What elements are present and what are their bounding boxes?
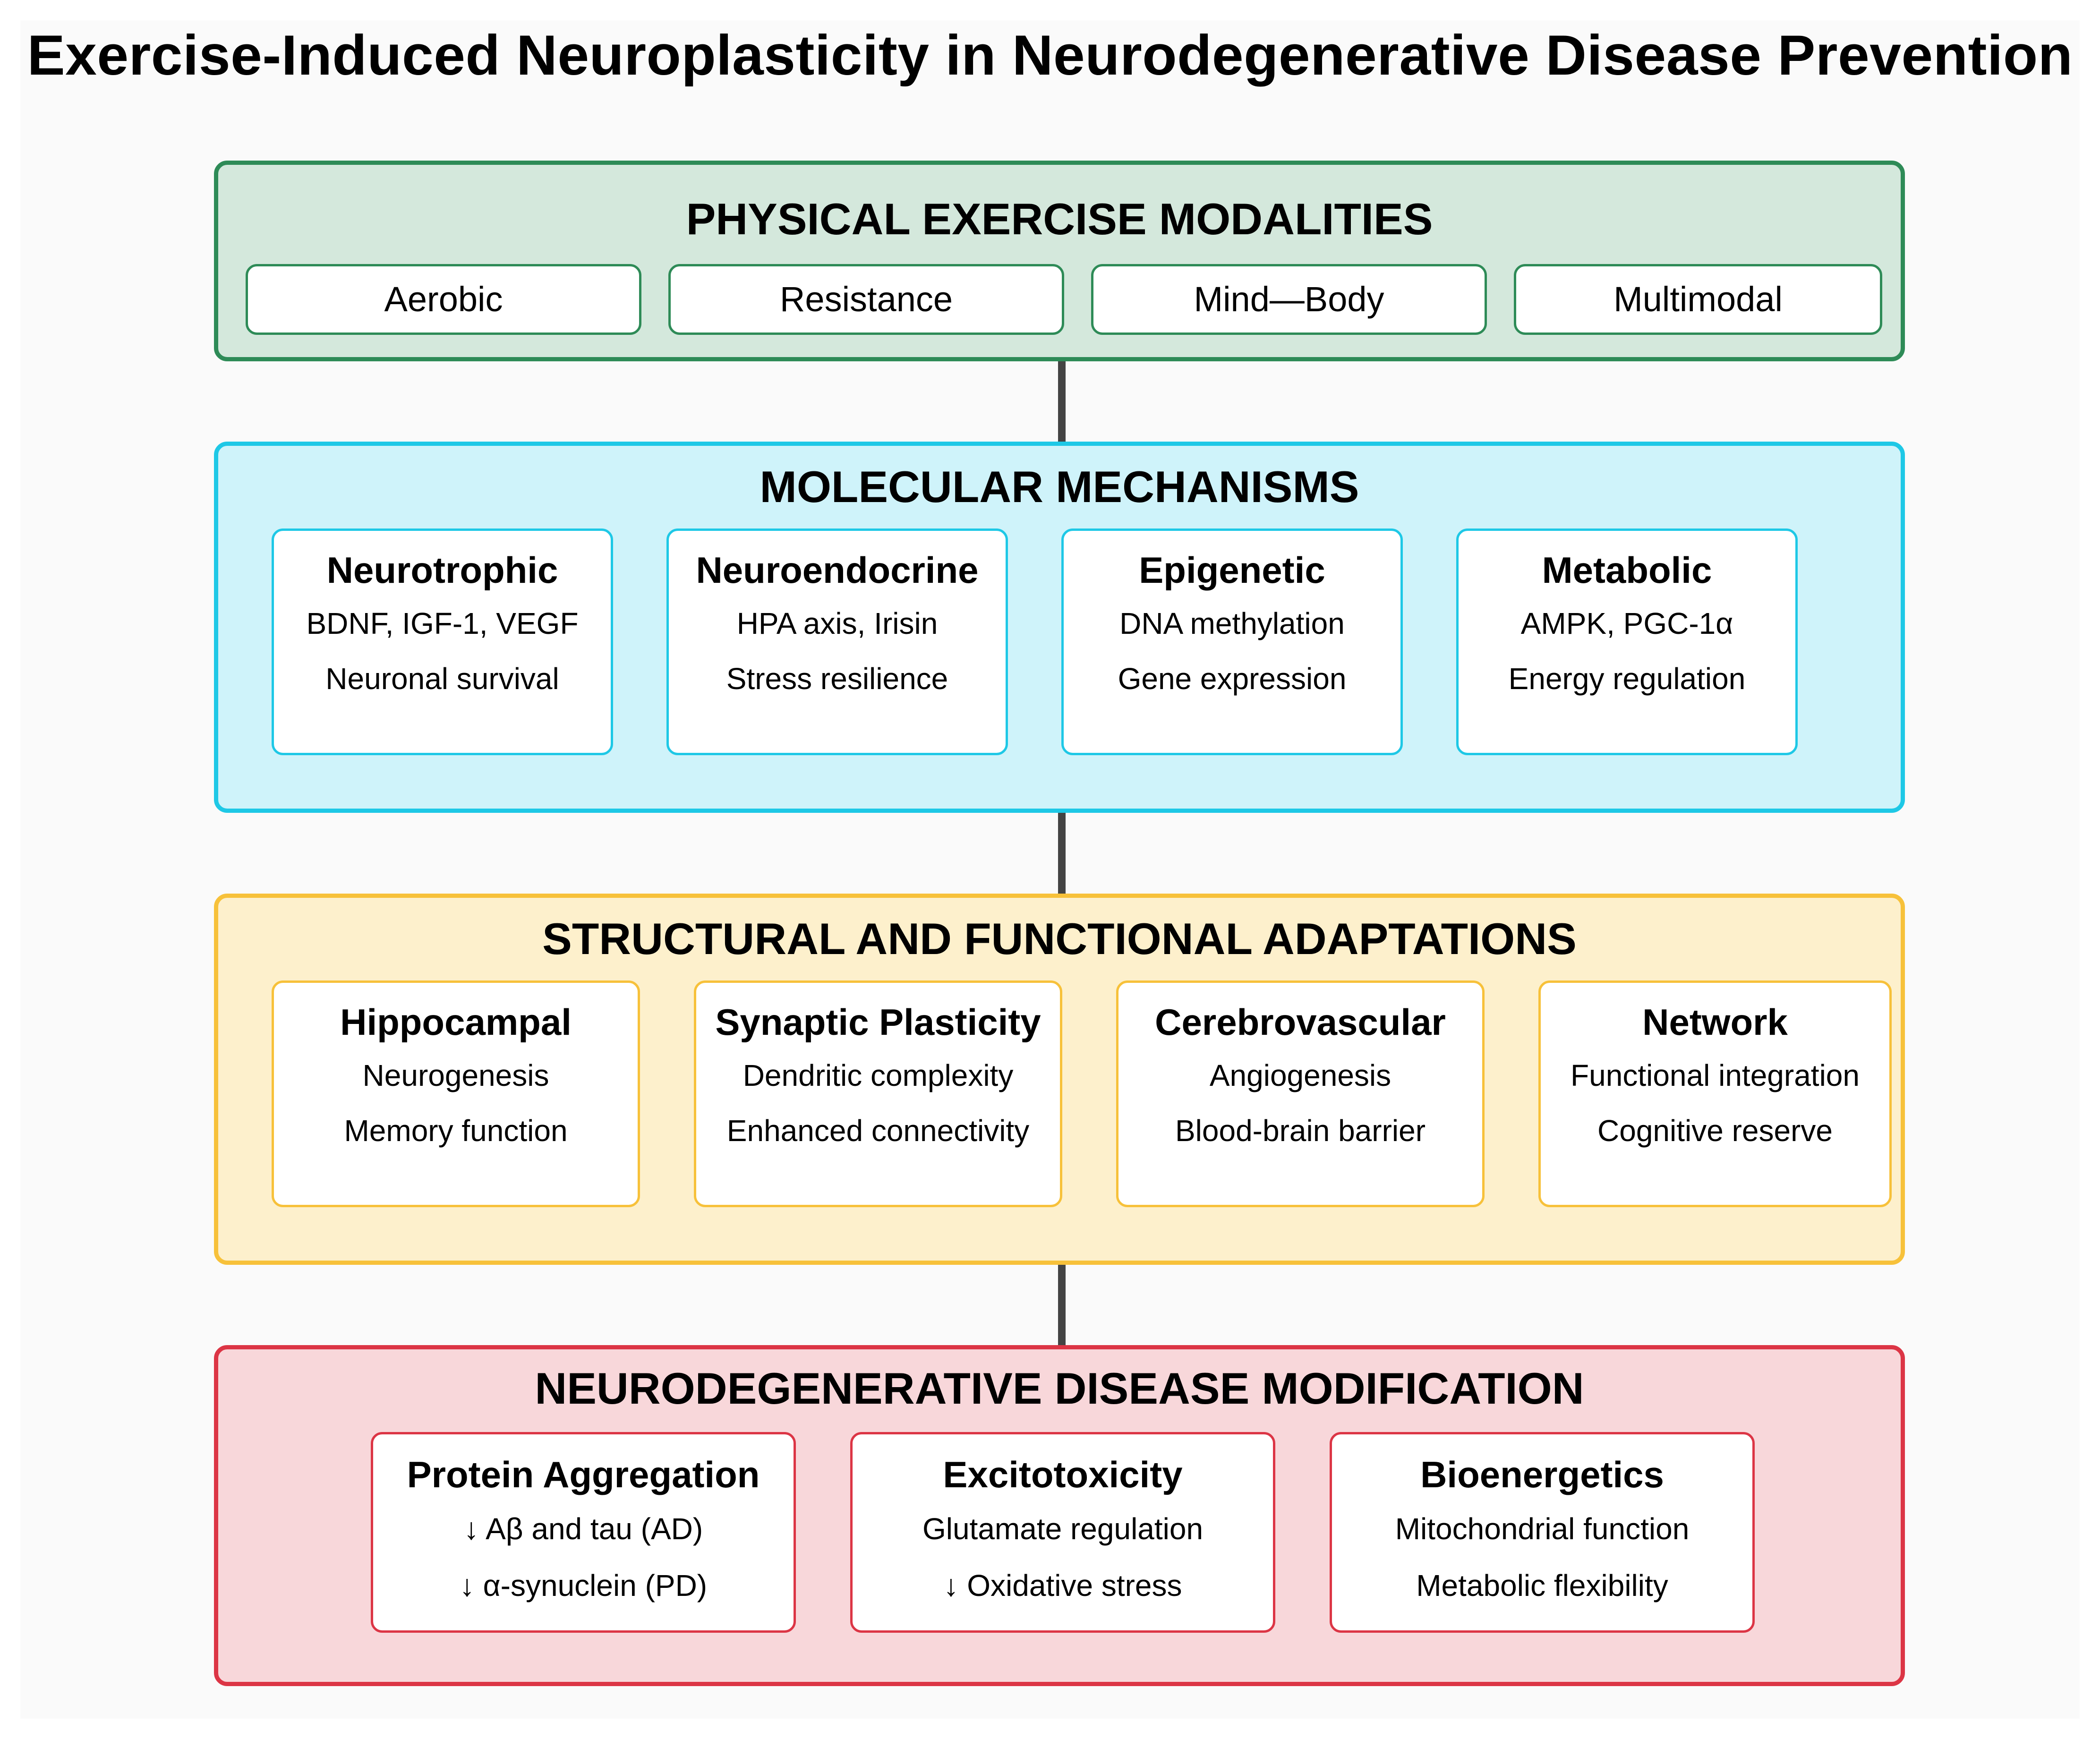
card-heading: Hippocampal <box>340 1001 572 1043</box>
card-heading: Neuroendocrine <box>696 549 979 591</box>
card-line: HPA axis, Irisin <box>736 606 938 640</box>
card-line: AMPK, PGC-1α <box>1520 606 1733 640</box>
card-heading: Neurotrophic <box>326 549 558 591</box>
modality-aerobic: Aerobic <box>246 264 641 335</box>
card-protein-aggregation: Protein Aggregation ↓ Aβ and tau (AD) ↓ … <box>371 1432 796 1633</box>
diagram-title: Exercise-Induced Neuroplasticity in Neur… <box>27 24 2073 87</box>
card-line: Neuronal survival <box>325 662 559 696</box>
card-line: Angiogenesis <box>1209 1058 1391 1092</box>
card-line: Dendritic complexity <box>743 1058 1014 1092</box>
card-heading: Metabolic <box>1542 549 1712 591</box>
card-network: Network Functional integration Cognitive… <box>1538 980 1892 1207</box>
card-neurotrophic: Neurotrophic BDNF, IGF-1, VEGF Neuronal … <box>272 529 613 755</box>
card-hippocampal: Hippocampal Neurogenesis Memory function <box>272 980 640 1207</box>
exercise-section-title: PHYSICAL EXERCISE MODALITIES <box>686 194 1433 244</box>
exercise-section: PHYSICAL EXERCISE MODALITIES Aerobic Res… <box>214 161 1905 361</box>
modality-label: Aerobic <box>384 280 503 319</box>
disease-section-title: NEURODEGENERATIVE DISEASE MODIFICATION <box>535 1364 1584 1413</box>
modality-mind-body: Mind—Body <box>1091 264 1487 335</box>
card-line: Memory function <box>344 1114 568 1148</box>
card-line: Neurogenesis <box>362 1058 549 1092</box>
card-cerebrovascular: Cerebrovascular Angiogenesis Blood-brain… <box>1116 980 1485 1207</box>
modality-label: Multimodal <box>1613 280 1783 319</box>
card-neuroendocrine: Neuroendocrine HPA axis, Irisin Stress r… <box>666 529 1008 755</box>
card-heading: Bioenergetics <box>1420 1454 1664 1495</box>
disease-section: NEURODEGENERATIVE DISEASE MODIFICATION P… <box>214 1345 1905 1686</box>
card-line: Blood-brain barrier <box>1175 1114 1426 1148</box>
card-heading: Epigenetic <box>1139 549 1325 591</box>
connector-structural-disease <box>1058 1263 1066 1347</box>
structural-section-title: STRUCTURAL AND FUNCTIONAL ADAPTATIONS <box>542 914 1577 963</box>
card-line: Glutamate regulation <box>922 1512 1204 1546</box>
card-line: Stress resilience <box>726 662 948 696</box>
connector-molecular-structural <box>1058 811 1066 895</box>
card-heading: Synaptic Plasticity <box>715 1001 1041 1043</box>
card-line: Functional integration <box>1571 1058 1860 1092</box>
card-line: ↓ Oxidative stress <box>943 1569 1182 1603</box>
connector-exercise-molecular <box>1058 359 1066 443</box>
card-line: DNA methylation <box>1119 606 1345 640</box>
card-metabolic: Metabolic AMPK, PGC-1α Energy regulation <box>1456 529 1798 755</box>
modality-multimodal: Multimodal <box>1514 264 1882 335</box>
card-heading: Excitotoxicity <box>943 1454 1183 1495</box>
molecular-section: MOLECULAR MECHANISMS Neurotrophic BDNF, … <box>214 442 1905 813</box>
card-epigenetic: Epigenetic DNA methylation Gene expressi… <box>1061 529 1403 755</box>
modality-label: Resistance <box>779 280 953 319</box>
structural-section: STRUCTURAL AND FUNCTIONAL ADAPTATIONS Hi… <box>214 894 1905 1265</box>
modality-label: Mind—Body <box>1194 280 1384 319</box>
card-line: Mitochondrial function <box>1395 1512 1690 1546</box>
card-line: Gene expression <box>1118 662 1347 696</box>
card-heading: Protein Aggregation <box>407 1454 760 1495</box>
modality-resistance: Resistance <box>668 264 1064 335</box>
card-line: Energy regulation <box>1508 662 1746 696</box>
card-excitotoxicity: Excitotoxicity Glutamate regulation ↓ Ox… <box>850 1432 1275 1633</box>
card-bioenergetics: Bioenergetics Mitochondrial function Met… <box>1330 1432 1755 1633</box>
card-line: Enhanced connectivity <box>726 1114 1030 1148</box>
card-line: Metabolic flexibility <box>1416 1569 1668 1603</box>
card-line: ↓ Aβ and tau (AD) <box>463 1512 703 1546</box>
card-heading: Network <box>1642 1001 1788 1043</box>
card-line: BDNF, IGF-1, VEGF <box>306 606 579 640</box>
card-line: Cognitive reserve <box>1597 1114 1833 1148</box>
card-line: ↓ α-synuclein (PD) <box>459 1569 708 1603</box>
molecular-section-title: MOLECULAR MECHANISMS <box>760 462 1359 511</box>
card-heading: Cerebrovascular <box>1155 1001 1446 1043</box>
card-synaptic-plasticity: Synaptic Plasticity Dendritic complexity… <box>694 980 1062 1207</box>
